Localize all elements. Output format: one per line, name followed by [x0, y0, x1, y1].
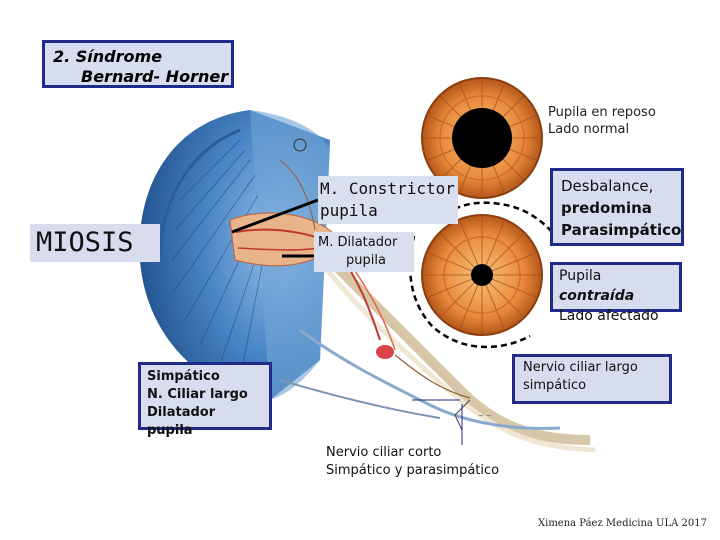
affected-pupil-box: Pupila contraída Lado afectado — [550, 262, 682, 324]
constrictor-line-2: pupila — [320, 201, 378, 220]
dilatador-line-1: M. Dilatador — [318, 235, 398, 250]
imbalance-line-3: Parasimpático — [561, 221, 682, 239]
constrictor-label: M. Constrictor pupila — [318, 176, 458, 224]
sympathetic-line-2: N. Ciliar largo — [147, 387, 248, 402]
affected-emph: contraída — [559, 288, 635, 304]
long-ciliary-line-1: Nervio ciliar largo — [523, 360, 638, 375]
title-line-1: 2. Síndrome — [53, 47, 163, 66]
title-line-2: Bernard- Horner — [81, 67, 229, 86]
normal-pupil-iris — [421, 77, 543, 199]
slide-title: 2. Síndrome Bernard- Horner — [42, 40, 234, 88]
normal-pupil-line-2: Lado normal — [548, 122, 630, 137]
dilatador-label: M. Dilatador pupila — [314, 232, 414, 272]
long-ciliary-box: Nervio ciliar largo simpático — [512, 354, 672, 404]
miosis-label: MIOSIS — [30, 224, 160, 262]
constrictor-pointer — [231, 198, 319, 234]
imbalance-line-2: predomina — [561, 199, 652, 217]
normal-pupil-label: Pupila en reposo Lado normal — [548, 104, 656, 138]
sympathetic-line-1: Simpático — [147, 369, 220, 384]
credit-footer: Ximena Páez Medicina ULA 2017 — [538, 518, 707, 529]
affected-pupil-line-2: Lado afectado — [559, 308, 659, 324]
svg-text:~ ~: ~ ~ — [478, 412, 492, 420]
affected-pupil-iris — [421, 214, 543, 336]
short-ciliary-line-1: Nervio ciliar corto — [326, 445, 442, 460]
sympathetic-line-3: Dilatador pupila — [147, 405, 216, 438]
normal-pupil-line-1: Pupila en reposo — [548, 105, 656, 120]
sympathetic-box: Simpático N. Ciliar largo Dilatador pupi… — [138, 362, 272, 438]
long-ciliary-line-2: simpático — [523, 378, 587, 393]
dilatador-line-2: pupila — [346, 253, 386, 268]
affected-prefix: Pupila — [559, 268, 602, 284]
short-ciliary-label: Nervio ciliar corto Simpático y parasimp… — [326, 444, 499, 480]
eye-globe — [139, 110, 341, 400]
nerve-bundle: ~ ~ — [279, 239, 596, 453]
constrictor-line-1: M. Constrictor — [320, 179, 455, 198]
affected-pupil-line-1: Pupila contraída — [559, 266, 673, 306]
imbalance-line-1: Desbalance, — [561, 177, 654, 195]
imbalance-box: Desbalance, predomina Parasimpático — [550, 168, 684, 246]
short-ciliary-line-2: Simpático y parasimpático — [326, 463, 500, 478]
